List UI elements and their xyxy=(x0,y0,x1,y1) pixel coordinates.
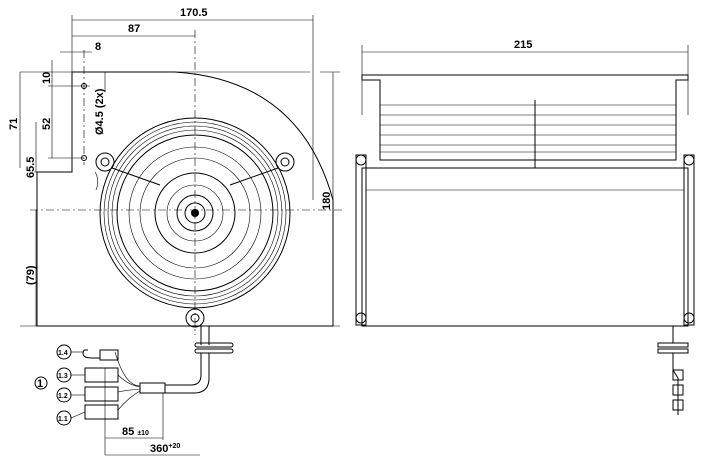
connector-1-3: 1.3 xyxy=(58,373,68,380)
impeller-blades xyxy=(380,100,676,168)
mounting-lugs xyxy=(95,152,295,328)
side-view: 215 xyxy=(355,39,695,415)
connector-1-4: 1.4 xyxy=(58,350,68,357)
dim-79: (79) xyxy=(25,265,37,285)
dim-hole-diameter: Ø4.5 (2x) xyxy=(94,88,106,135)
cable-assembly: 1.4 1.3 1.2 1.1 1 85 ±10 360+20 xyxy=(34,326,234,456)
dim-width: 170.5 xyxy=(180,7,208,19)
dim-hole-top: 10 xyxy=(41,72,53,84)
dim-height: 180 xyxy=(321,192,333,210)
dim-hole-offset: 8 xyxy=(95,41,101,53)
dim-depth: 215 xyxy=(514,39,532,51)
front-view: 170.5 87 8 10 52 Ø4.5 (2x) 71 65.5 (79) … xyxy=(8,7,345,335)
connector-1-1: 1.1 xyxy=(58,416,68,423)
dim-length: 360+20 xyxy=(150,443,180,455)
impeller-rings xyxy=(99,117,291,309)
side-cable xyxy=(657,326,689,415)
dim-axis: 87 xyxy=(128,23,140,35)
dim-65-5: 65.5 xyxy=(25,157,37,178)
dim-hole-spacing: 52 xyxy=(41,118,53,130)
connector-1-2: 1.2 xyxy=(58,393,68,400)
dim-71: 71 xyxy=(8,118,20,130)
dim-strip: 85 ±10 xyxy=(122,426,149,438)
item-label: 1 xyxy=(37,378,43,390)
connector-callouts: 1.4 1.3 1.2 1.1 1 xyxy=(34,344,86,426)
